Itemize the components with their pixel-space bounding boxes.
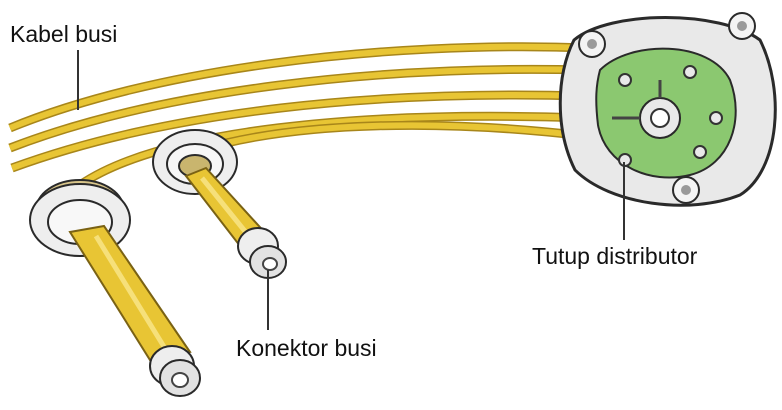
- cable-label: Kabel busi: [10, 21, 117, 47]
- spark-plug-boot-middle: [153, 130, 286, 278]
- spark-plug-boot-left: [30, 180, 200, 396]
- connector-label: Konektor busi: [236, 335, 377, 361]
- wire-bundle: [10, 47, 590, 185]
- distributor-cap: [560, 13, 775, 205]
- distributor-cap-label: Tutup distributor: [532, 243, 698, 269]
